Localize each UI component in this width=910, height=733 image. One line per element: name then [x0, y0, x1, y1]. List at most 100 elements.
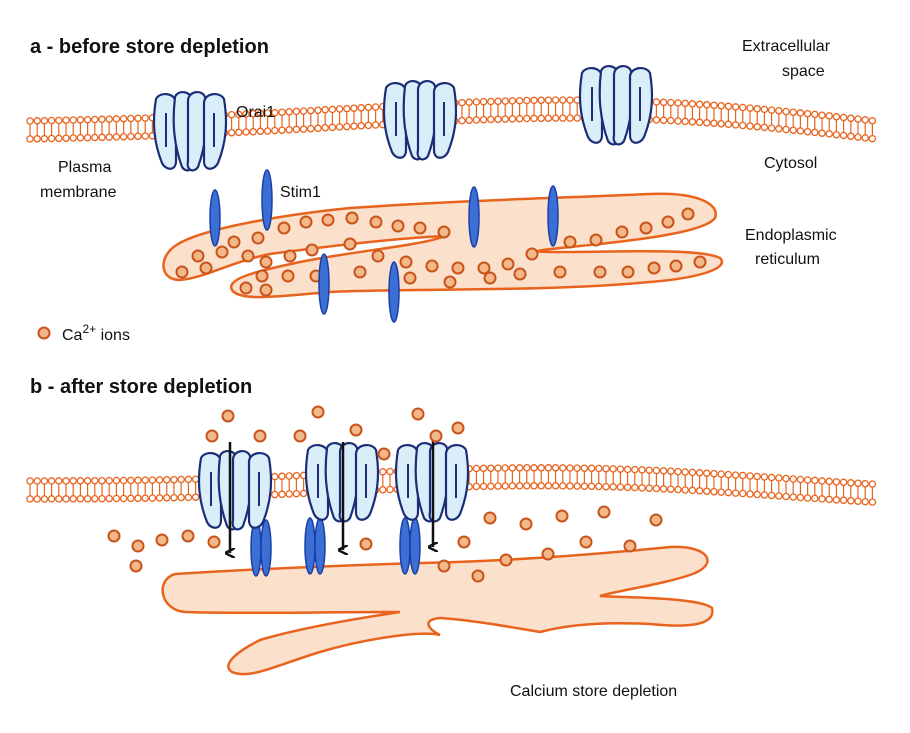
stim1-protein-icon — [209, 189, 221, 247]
lipid-bilayer-icon — [695, 487, 704, 495]
lipid-bilayer-icon — [623, 465, 632, 474]
lipid-bilayer-icon — [775, 125, 783, 133]
lipid-bilayer-icon — [739, 121, 747, 130]
lipid-bilayer-icon — [580, 482, 589, 490]
calcium-ion-icon — [525, 247, 539, 261]
lipid-bilayer-icon — [623, 483, 632, 492]
lipid-bilayer-icon — [688, 486, 697, 495]
calcium-ion-icon — [579, 535, 593, 549]
lipid-bilayer-icon — [580, 464, 589, 472]
lipid-bilayer-icon — [47, 134, 56, 143]
extracellular-label-line1: Extracellular — [742, 38, 831, 55]
lipid-bilayer-icon — [386, 467, 394, 476]
calcium-ion-icon — [349, 423, 363, 437]
calcium-ion-icon — [259, 283, 273, 297]
lipid-bilayer-icon — [868, 116, 877, 125]
lipid-bilayer-icon — [271, 472, 279, 481]
lipid-bilayer-icon — [703, 101, 711, 109]
lipid-bilayer-icon — [379, 486, 387, 494]
lipid-bilayer-icon — [854, 115, 862, 123]
orai1-channel-icon — [382, 80, 458, 161]
calcium-ion-icon — [371, 249, 385, 263]
lipid-bilayer-icon — [76, 495, 85, 503]
lipid-bilayer-icon — [465, 98, 473, 107]
lipid-bilayer-icon — [191, 493, 200, 501]
lipid-bilayer-icon — [112, 115, 121, 123]
calcium-ion-icon — [321, 213, 335, 227]
lipid-bilayer-icon — [746, 472, 754, 480]
lipid-bilayer-icon — [825, 112, 833, 120]
lipid-bilayer-icon — [292, 125, 301, 134]
calcium-ion-icon — [345, 211, 359, 225]
lipid-bilayer-icon — [681, 486, 689, 494]
lipid-bilayer-icon — [739, 103, 747, 112]
lipid-bilayer-icon — [847, 132, 855, 141]
calcium-ion-icon — [255, 269, 269, 283]
legend-label: Ca2+ ions — [62, 322, 130, 344]
lipid-bilayer-icon — [767, 124, 776, 132]
lipid-bilayer-icon — [184, 475, 193, 484]
lipid-bilayer-icon — [789, 475, 797, 483]
lipid-bilayer-icon — [832, 130, 841, 139]
lipid-bilayer-icon — [645, 484, 653, 492]
lipid-bilayer-icon — [515, 464, 524, 472]
calcium-ion-icon — [281, 269, 295, 283]
lipid-bilayer-icon — [652, 116, 661, 124]
lipid-bilayer-icon — [371, 121, 380, 129]
lipid-bilayer-icon — [472, 116, 481, 124]
lipid-bilayer-icon — [587, 464, 596, 473]
lipid-bilayer-icon — [307, 106, 315, 115]
calcium-ion-icon — [541, 547, 555, 561]
calcium-ion-icon — [191, 249, 205, 263]
lipid-bilayer-icon — [55, 477, 63, 485]
lipid-bilayer-icon — [681, 468, 689, 476]
calcium-ion-icon — [483, 511, 497, 525]
lipid-bilayer-icon — [681, 117, 689, 126]
lipid-bilayer-icon — [695, 100, 704, 109]
lipid-bilayer-icon — [695, 118, 704, 127]
orai1-channel-icon — [152, 91, 228, 172]
lipid-bilayer-icon — [537, 114, 545, 123]
lipid-bilayer-icon — [112, 133, 121, 141]
lipid-bilayer-icon — [638, 484, 646, 492]
lipid-bilayer-icon — [544, 482, 553, 490]
lipid-bilayer-icon — [717, 488, 725, 496]
calcium-ion-icon — [639, 221, 653, 235]
stim1-protein-icon — [318, 253, 330, 315]
calcium-ion-icon — [399, 255, 413, 269]
calcium-ion-icon — [369, 215, 383, 229]
lipid-bilayer-icon — [811, 128, 819, 137]
lipid-bilayer-icon — [515, 482, 524, 490]
panel-b: b - after store depletion Calcium store — [26, 376, 877, 700]
lipid-bilayer-icon — [69, 134, 77, 142]
lipid-bilayer-icon — [105, 494, 113, 503]
lipid-bilayer-icon — [91, 494, 99, 503]
lipid-bilayer-icon — [854, 479, 862, 487]
lipid-bilayer-icon — [530, 114, 538, 123]
lipid-bilayer-icon — [163, 476, 171, 484]
lipid-bilayer-icon — [710, 487, 718, 496]
lipid-bilayer-icon — [105, 133, 113, 141]
lipid-bilayer-icon — [47, 477, 56, 485]
lipid-bilayer-icon — [544, 114, 553, 122]
lipid-bilayer-icon — [91, 476, 99, 485]
lipid-bilayer-icon — [587, 482, 596, 491]
lipid-bilayer-icon — [515, 114, 524, 123]
lipid-bilayer-icon — [861, 134, 869, 142]
lipid-bilayer-icon — [803, 476, 812, 484]
lipid-bilayer-icon — [33, 495, 41, 503]
lipid-bilayer-icon — [659, 485, 668, 493]
lipid-bilayer-icon — [235, 128, 243, 137]
lipid-bilayer-icon — [47, 495, 56, 503]
lipid-bilayer-icon — [767, 473, 776, 482]
lipid-bilayer-icon — [659, 98, 668, 107]
lipid-bilayer-icon — [141, 114, 149, 122]
lipid-bilayer-icon — [134, 114, 142, 123]
lipid-bilayer-icon — [566, 96, 574, 104]
lipid-bilayer-icon — [292, 489, 301, 498]
lipid-bilayer-icon — [55, 495, 63, 503]
lipid-bilayer-icon — [119, 476, 128, 485]
lipid-bilayer-icon — [465, 116, 473, 125]
lipid-bilayer-icon — [83, 477, 92, 485]
lipid-bilayer-icon — [98, 133, 106, 142]
